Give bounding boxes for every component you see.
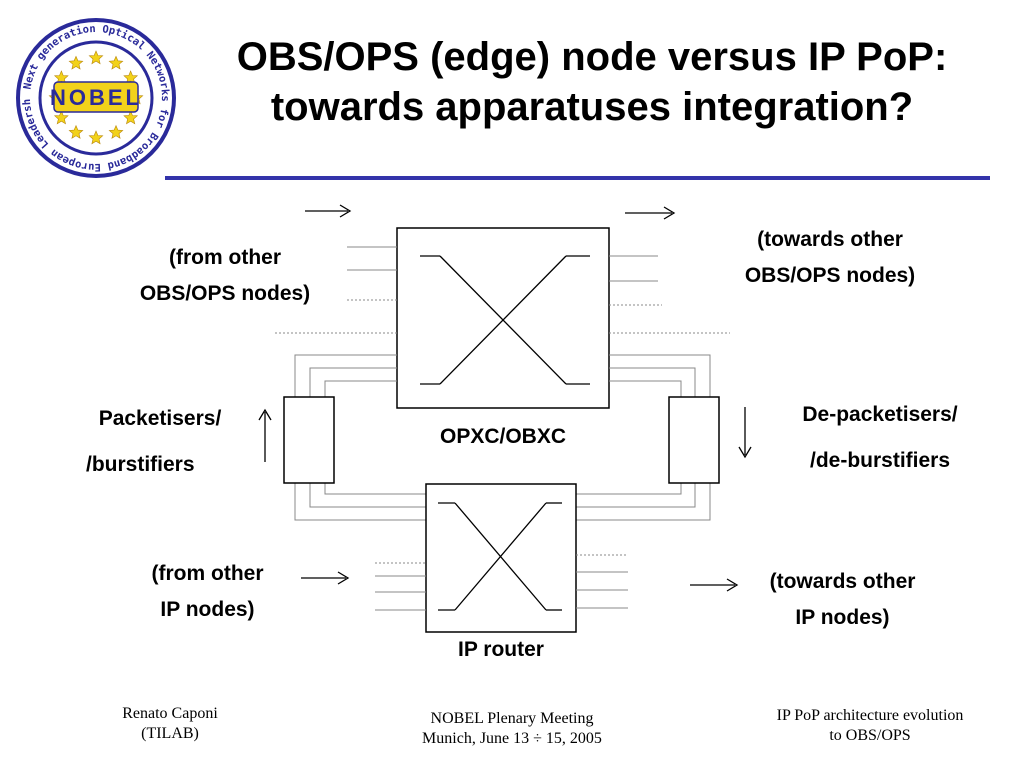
footer-meeting-name: NOBEL Plenary Meeting xyxy=(430,710,594,727)
logo-star-icon xyxy=(88,50,104,65)
nobel-logo: Next generation Optical Networks for Bro… xyxy=(6,8,176,178)
footer-author-org: (TILAB) xyxy=(141,725,199,742)
logo-star-icon xyxy=(53,70,69,85)
arrow-top-left xyxy=(305,204,352,218)
footer-meeting-date: Munich, June 13 ÷ 15, 2005 xyxy=(422,730,602,747)
logo-center-text: NOBEL xyxy=(50,85,142,110)
loop-connections xyxy=(294,354,711,521)
logo-star-icon xyxy=(88,130,104,145)
label-from-ip-line2: IP nodes) xyxy=(160,598,255,621)
title-line-2: towards apparatuses integration? xyxy=(270,85,914,129)
router-crossbar xyxy=(438,502,562,611)
arrow-towards-ip xyxy=(690,578,739,592)
logo-star-icon xyxy=(108,55,124,70)
packetiser-box xyxy=(283,396,335,484)
label-depacketisers-line2: /de-burstifiers xyxy=(809,449,951,472)
opxc-crossbar xyxy=(420,255,590,385)
footer-author-name: Renato Caponi xyxy=(122,705,218,722)
label-towards-obs-line1: (towards other xyxy=(757,228,903,251)
footer-topic-line2: to OBS/OPS xyxy=(829,727,911,744)
footer-meeting: NOBEL Plenary Meeting Munich, June 13 ÷ … xyxy=(382,709,642,749)
title-line-1: OBS/OPS (edge) node versus IP PoP: xyxy=(236,35,948,79)
logo-star-icon xyxy=(68,55,84,70)
label-from-obs-line1: (from other xyxy=(169,246,281,269)
router-input-fibres xyxy=(375,562,426,611)
arrow-down xyxy=(738,407,752,459)
opxc-box xyxy=(396,227,610,409)
opxc-input-fibres xyxy=(275,246,397,334)
footer-topic-line1: IP PoP architecture evolution xyxy=(776,707,964,724)
label-packetisers-line2: /burstifiers xyxy=(86,453,195,476)
title-divider xyxy=(165,176,990,180)
label-towards-ip-line2: IP nodes) xyxy=(795,606,890,629)
label-opxc: OPXC/OBXC xyxy=(439,425,567,448)
label-from-obs-line2: OBS/OPS nodes) xyxy=(139,282,311,305)
router-output-fibres xyxy=(576,554,628,609)
label-from-obs: (from other OBS/OPS nodes) xyxy=(110,240,340,312)
label-towards-obs-line2: OBS/OPS nodes) xyxy=(744,264,916,287)
opxc-output-fibres xyxy=(609,255,730,334)
logo-star-icon xyxy=(68,124,84,139)
arrow-up xyxy=(258,408,272,462)
label-depacketisers-line1: De-packetisers/ xyxy=(802,403,958,426)
depacketiser-box xyxy=(668,396,720,484)
footer-topic: IP PoP architecture evolution to OBS/OPS xyxy=(735,706,1005,746)
arrow-top-right xyxy=(625,206,676,220)
label-towards-ip-line1: (towards other xyxy=(769,570,916,593)
slide-title: OBS/OPS (edge) node versus IP PoP: towar… xyxy=(160,32,1024,132)
label-towards-obs: (towards other OBS/OPS nodes) xyxy=(715,222,945,294)
label-from-ip: (from other IP nodes) xyxy=(100,556,315,628)
label-packetisers-line1: Packetisers/ xyxy=(98,407,222,430)
arrow-from-ip xyxy=(301,571,350,585)
label-ip-router: IP router xyxy=(458,638,544,661)
label-packetisers: Packetisers/ /burstifiers xyxy=(60,396,260,488)
label-towards-ip: (towards other IP nodes) xyxy=(730,564,955,636)
label-depacketisers: De-packetisers/ /de-burstifiers xyxy=(775,392,985,484)
label-from-ip-line1: (from other xyxy=(151,562,264,585)
footer-author: Renato Caponi (TILAB) xyxy=(60,704,280,744)
logo-star-icon xyxy=(123,70,139,85)
logo-badge xyxy=(53,81,139,113)
logo-star-icon xyxy=(53,110,69,125)
logo-star-icon xyxy=(123,110,139,125)
logo-star-icon xyxy=(108,124,124,139)
